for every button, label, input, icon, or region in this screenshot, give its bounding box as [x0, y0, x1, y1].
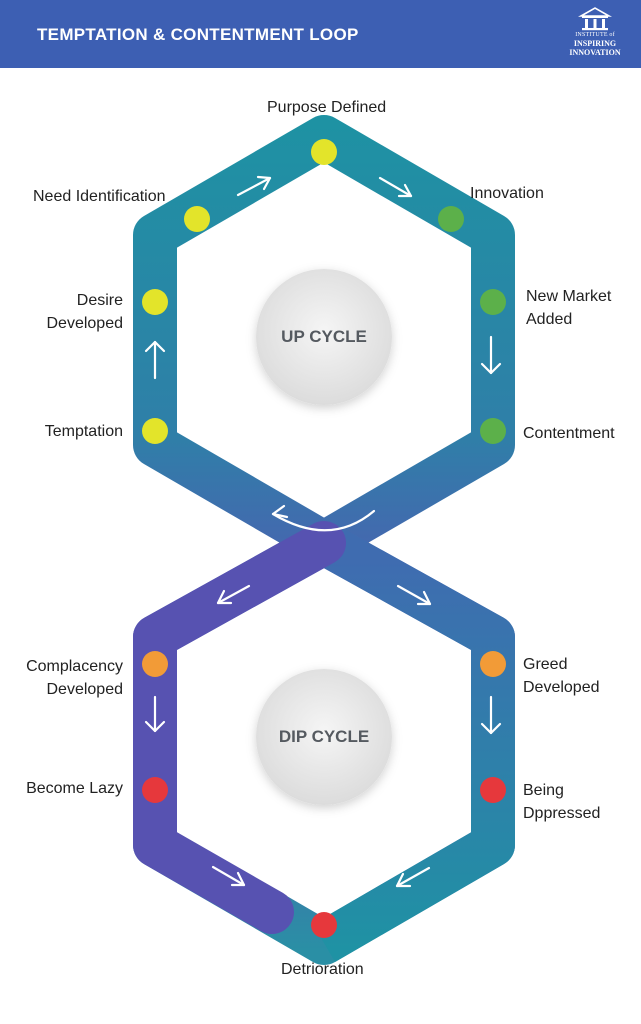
arrow-down-right-icon	[396, 584, 432, 606]
node-dot-complacency-developed	[142, 651, 168, 677]
node-dot-new-market-added	[480, 289, 506, 315]
node-dot-detrioration	[311, 912, 337, 938]
node-label-greed-developed: Greed Developed	[523, 656, 600, 696]
logo-line-2: INSPIRING	[573, 39, 617, 48]
logo-line-3: INNOVATION	[569, 48, 621, 57]
header-bar: TEMPTATION & CONTENTMENT LOOP INSTITUTE …	[0, 0, 641, 68]
dip-cycle-label: DIP CYCLE	[278, 727, 370, 746]
arrow-down-right-icon	[378, 176, 413, 198]
node-dot-greed-developed	[480, 651, 506, 677]
node-label-complacency-developed: Complacency Developed	[26, 658, 123, 698]
institute-logo: INSTITUTE of INSPIRING INNOVATION	[566, 6, 624, 64]
node-label-need-identification: Need Identification	[33, 188, 166, 205]
node-dot-need-identification	[184, 206, 210, 232]
arrow-down-right-icon	[211, 865, 246, 887]
logo-line-1: INSTITUTE of	[575, 32, 615, 38]
node-label-contentment: Contentment	[523, 425, 615, 442]
node-dot-desire-developed	[142, 289, 168, 315]
node-dot-contentment	[480, 418, 506, 444]
node-label-become-lazy: Become Lazy	[26, 780, 123, 797]
node-dot-become-lazy	[142, 777, 168, 803]
arrow-down-left-icon	[216, 584, 251, 605]
node-dot-being-dppressed	[480, 777, 506, 803]
node-label-detrioration: Detrioration	[281, 961, 364, 978]
arrow-down-icon	[480, 695, 502, 735]
curved-arrow-left-icon	[271, 504, 376, 532]
node-label-temptation: Temptation	[44, 423, 123, 440]
node-dot-purpose-defined	[311, 139, 337, 165]
node-label-desire-developed: Desire Developed	[46, 292, 124, 332]
node-dot-temptation	[142, 418, 168, 444]
node-label-being-dppressed: Being Dppressed	[523, 782, 601, 822]
node-label-new-market-added: New Market Added	[526, 288, 612, 328]
up-cycle-center-circle	[256, 269, 392, 405]
node-dot-innovation	[438, 206, 464, 232]
building-icon	[577, 7, 613, 31]
node-label-innovation: Innovation	[470, 185, 544, 202]
dip-cycle-track-right	[312, 523, 515, 963]
up-cycle-track	[133, 115, 515, 565]
arrow-up-icon	[144, 340, 166, 380]
arrow-down-left-icon	[395, 866, 431, 888]
page-title: TEMPTATION & CONTENTMENT LOOP	[37, 25, 359, 44]
dip-cycle-center-circle	[256, 669, 392, 805]
up-cycle-label: UP CYCLE	[281, 327, 367, 346]
arrow-down-icon	[144, 695, 166, 733]
node-label-purpose-defined: Purpose Defined	[267, 99, 387, 116]
arrow-down-icon	[480, 335, 502, 375]
arrow-up-right-icon	[236, 175, 272, 197]
